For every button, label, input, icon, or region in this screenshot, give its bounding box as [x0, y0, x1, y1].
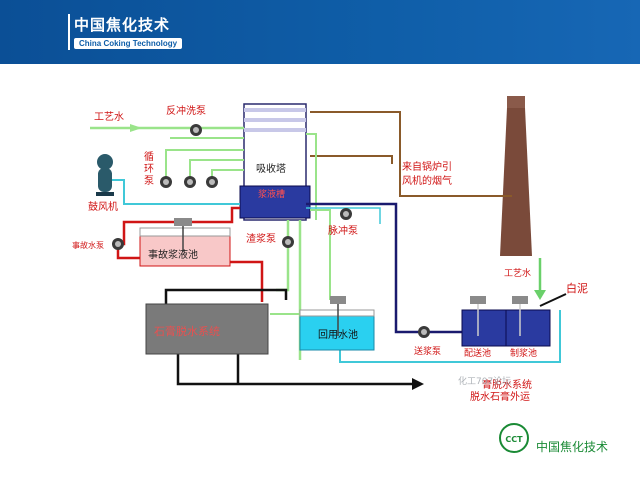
slurry-prep-tank-label: 制浆池 — [510, 347, 537, 359]
backwash-pump-label: 反冲洗泵 — [166, 104, 206, 117]
circulating-pump-icon-2 — [184, 176, 196, 188]
slurry-tank-label: 浆液槽 — [258, 188, 285, 200]
reuse-pool-label: 回用水池 — [318, 328, 358, 341]
flue-gas-label-2: 风机的烟气 — [402, 174, 452, 187]
gypsum-out-arrow — [412, 378, 424, 390]
distribution-tank — [461, 296, 507, 347]
brand-subtitle: China Coking Technology — [74, 38, 183, 49]
slag-line — [276, 220, 290, 292]
gypsum-out-label-1: 膏脱水系统 — [482, 378, 532, 391]
blower — [96, 154, 114, 196]
distribution-tank-label: 配送池 — [464, 347, 491, 359]
slurry-prep-tank — [505, 296, 551, 347]
process-water-right-label: 工艺水 — [504, 267, 531, 279]
green-feed-mid — [310, 209, 331, 300]
slag-pump-icon — [282, 236, 294, 248]
white-mud-label: 白泥 — [566, 281, 588, 295]
accident-tank — [139, 218, 231, 267]
backwash-pump-icon — [190, 124, 202, 136]
accident-to-gypsum — [230, 260, 264, 302]
chimney-top — [507, 96, 525, 108]
accident-tank-label: 事故浆液池 — [148, 248, 198, 261]
circulating-pump-icon-3 — [206, 176, 218, 188]
absorber-spray-1 — [244, 108, 306, 112]
feed-pump-icon — [418, 326, 430, 338]
circulating-pump-label-1: 循 — [144, 150, 154, 163]
feed-pump-label: 送浆泵 — [414, 345, 441, 357]
reuse-return — [339, 310, 561, 363]
cct-logo-text: CCT — [505, 435, 523, 444]
gypsum-system-label: 石膏脱水系统 — [154, 324, 220, 338]
circulating-pump-label-2: 环 — [144, 164, 154, 175]
gypsum-out-bottom — [176, 354, 420, 386]
brand-title: 中国焦化技术 — [74, 16, 171, 34]
slurry-tank — [239, 185, 311, 219]
footer-brand: 中国焦化技术 — [536, 440, 609, 454]
absorber-spray-2 — [244, 118, 306, 122]
logo-divider — [68, 14, 70, 50]
pulse-line — [306, 207, 381, 224]
white-mud-pointer — [539, 293, 567, 307]
circulating-pump-icon-1 — [160, 176, 172, 188]
cct-logo: CCT — [499, 423, 529, 453]
gypsum-out-label-2: 脱水石膏外运 — [470, 390, 530, 403]
circulation-line-2 — [189, 159, 244, 182]
slag-pump-label: 渣浆泵 — [246, 232, 276, 245]
pulse-pump-label: 脉冲泵 — [328, 224, 358, 237]
process-flow-diagram: 吸收塔 浆液槽 鼓风机 — [72, 96, 588, 403]
flue-gas-line-top — [310, 111, 512, 197]
flue-gas-label-1: 来自锅炉引 — [402, 160, 452, 173]
header-banner: 中国焦化技术 China Coking Technology — [0, 0, 640, 64]
gypsum-out-top — [164, 288, 288, 304]
absorber-label: 吸收塔 — [256, 162, 286, 175]
circulating-pump-label-3: 泵 — [144, 175, 154, 187]
gypsum-system-box — [145, 303, 269, 355]
blower-label: 鼓风机 — [88, 200, 118, 213]
pulse-pump-icon — [340, 208, 352, 220]
reuse-pool — [299, 296, 375, 351]
blower-line — [108, 179, 240, 205]
absorber-spray-3 — [244, 128, 306, 132]
right-process-water-arrow — [534, 290, 546, 300]
recirculation-return — [306, 133, 317, 220]
accident-pump-label: 事故水泵 — [72, 240, 104, 250]
slurry-supply-line — [306, 202, 470, 334]
chimney — [500, 108, 532, 256]
accident-pump-icon — [112, 238, 124, 250]
forum-watermark: 化工707论坛 — [458, 377, 512, 387]
circulation-line-1 — [165, 149, 244, 182]
process-water-arrow — [130, 124, 142, 132]
flue-gas-line-in — [310, 155, 393, 164]
process-water-top-label: 工艺水 — [94, 111, 124, 123]
